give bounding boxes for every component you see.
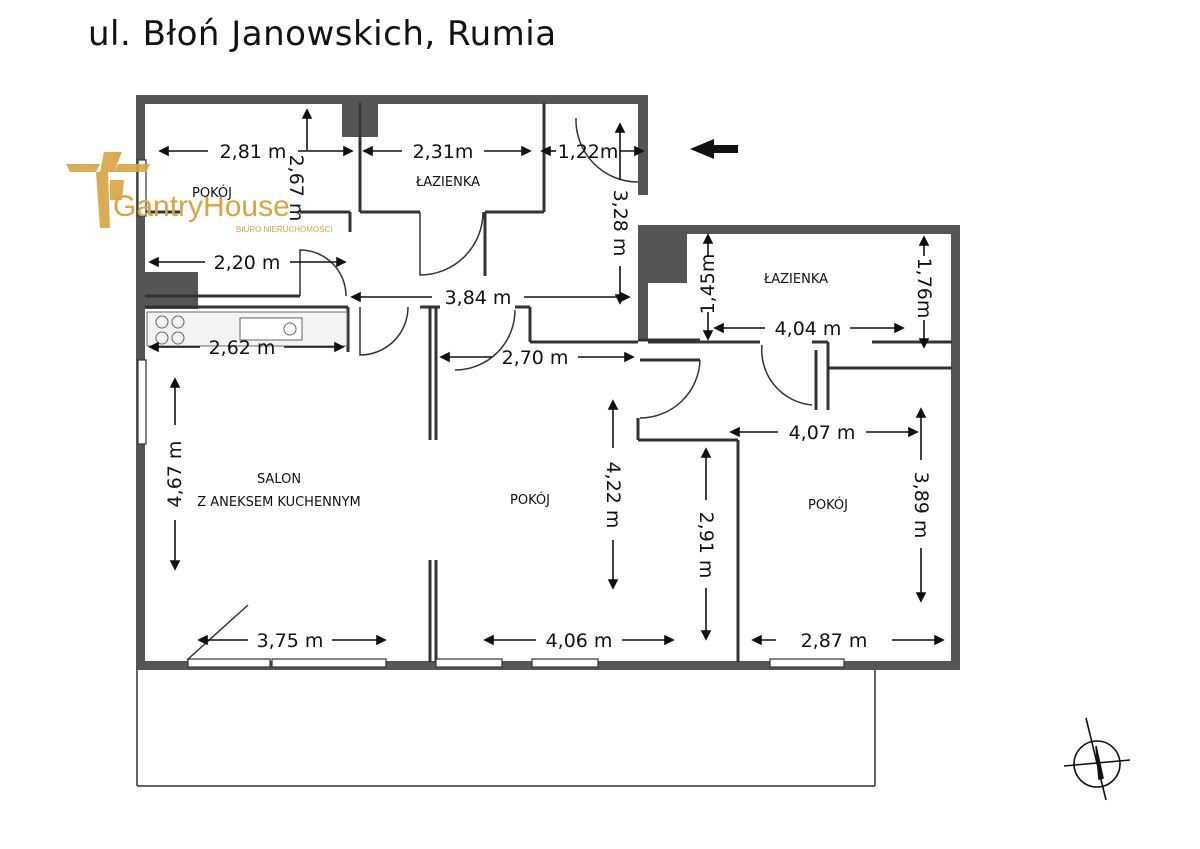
dim-label: 1,76m — [913, 258, 935, 319]
entrance-arrow-icon — [690, 139, 738, 159]
logo-name: GantryHouse — [113, 190, 290, 223]
room-label-salon: SALON — [257, 472, 301, 487]
dim-label: 4,04 m — [775, 318, 842, 340]
kitchen-counter — [146, 311, 348, 347]
room-label-pokoj-middle: POKÓJ — [510, 492, 550, 508]
dim-label: 4,67 m — [164, 441, 186, 508]
dim-label: 3,89 m — [910, 472, 932, 539]
outer-walls — [136, 95, 960, 670]
room-label-lazienka-top: ŁAZIENKA — [415, 175, 480, 190]
plan-title: ul. Błoń Janowskich, Rumia — [88, 14, 557, 54]
dim-label: 1,22m — [558, 141, 619, 163]
balcony — [136, 604, 876, 787]
dim-label: 2,20 m — [214, 252, 281, 274]
dim-label: 4,07 m — [789, 422, 856, 444]
windows — [137, 159, 845, 668]
room-label-lazienka-right: ŁAZIENKA — [763, 272, 828, 287]
dimension-lines — [148, 108, 945, 646]
compass-icon — [1063, 717, 1131, 801]
dim-label: 4,06 m — [546, 630, 613, 652]
dim-label: 2,70 m — [502, 347, 569, 369]
room-label-pokoj-right: POKÓJ — [808, 497, 848, 513]
inner-walls — [145, 103, 952, 662]
logo-tagline: BIURO NIERUCHOMOŚCI — [236, 225, 332, 234]
dim-label: 3,84 m — [445, 287, 512, 309]
dim-label: 2,31m — [413, 141, 474, 163]
dimension-labels: 2,81 m 2,31m 1,22m 2,67 m 3,28 m 2,20 m … — [164, 141, 935, 652]
dim-label: 2,81 m — [220, 141, 287, 163]
dim-label: 3,28 m — [609, 190, 631, 257]
dim-label: 2,87 m — [801, 630, 868, 652]
room-label-salon-sub: Z ANEKSEM KUCHENNYM — [197, 495, 361, 510]
door-swings — [299, 117, 813, 419]
dim-label: 2,91 m — [695, 512, 717, 579]
room-label-pokoj-top: POKÓJ — [192, 185, 232, 201]
dim-label: 4,22 m — [602, 462, 624, 529]
dim-label: 3,75 m — [257, 630, 324, 652]
dim-label: 2,67 m — [285, 155, 307, 222]
gantryhouse-logo: GantryHouse BIURO NIERUCHOMOŚCI — [66, 152, 332, 234]
room-labels: POKÓJ ŁAZIENKA ŁAZIENKA SALON Z ANEKSEM … — [192, 175, 848, 513]
dim-label: 2,62 m — [209, 337, 276, 359]
dim-label: 1,45m — [697, 254, 719, 315]
